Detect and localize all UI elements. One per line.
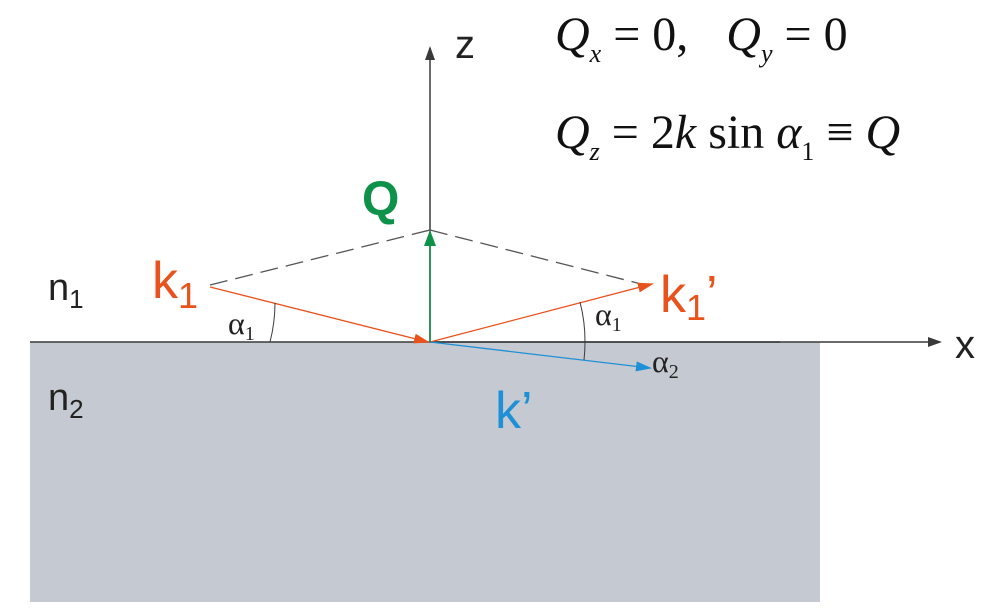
k-prime-label: k’	[495, 382, 533, 440]
angle-arc-alpha1-right	[579, 301, 586, 343]
k1-prime-label: k1’	[660, 266, 718, 328]
n2-label: n2	[48, 377, 84, 424]
alpha1-right-label: α1	[595, 296, 622, 336]
x-axis-label: x	[955, 323, 975, 367]
equation-qz: Qz = 2k sin α1 ≡ Q	[555, 106, 900, 166]
q-vector-label: Q	[362, 173, 399, 226]
alpha2-label: α2	[652, 343, 679, 383]
reflected-vector-k1-prime	[429, 282, 654, 343]
alpha1-left-label: α1	[228, 305, 255, 345]
incident-vector-k1	[209, 286, 430, 344]
dashed-line-right	[429, 229, 646, 286]
angle-arc-alpha2	[583, 341, 586, 361]
equation-qx-qy: Qx = 0,Qy = 0	[555, 8, 848, 68]
transmitted-vector-k-prime	[429, 341, 652, 372]
medium-n2-region	[30, 342, 820, 602]
n1-label: n1	[48, 267, 84, 314]
angle-arc-alpha1-left	[269, 302, 276, 343]
z-axis-label: z	[455, 23, 475, 67]
k1-label: k1	[152, 252, 198, 316]
dashed-line-left	[209, 229, 431, 286]
